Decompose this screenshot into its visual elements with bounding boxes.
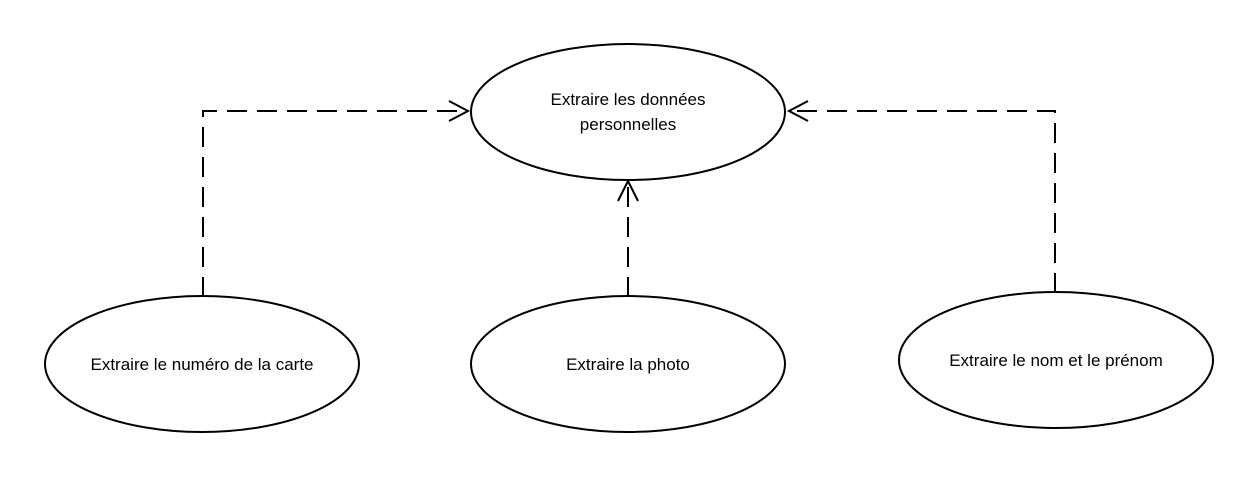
usecase-ellipse [470, 43, 786, 181]
usecase-label: Extraire le numéro de la carte [91, 355, 314, 374]
usecase-extract-card-number[interactable]: Extraire le numéro de la carte [44, 295, 360, 433]
dependency-arrow-photo [617, 178, 639, 297]
usecase-extract-photo[interactable]: Extraire la photo [470, 295, 786, 433]
dependency-arrow-card-number [202, 100, 471, 297]
dependency-line-name [791, 110, 1056, 293]
arrowhead-icon [448, 100, 471, 122]
usecase-extract-name[interactable]: Extraire le nom et le prénom [898, 291, 1214, 429]
usecase-ellipse [898, 291, 1214, 429]
usecase-label: Extraire le nom et le prénom [949, 351, 1163, 370]
dependency-arrow-name [786, 100, 1056, 293]
usecase-label-line1: Extraire les données [551, 90, 706, 109]
usecase-extract-personal-data[interactable]: Extraire les données personnelles [470, 43, 786, 181]
usecase-ellipse [470, 295, 786, 433]
usecase-label: Extraire la photo [566, 355, 690, 374]
dependency-line-card-number [202, 110, 466, 297]
arrowhead-icon [786, 100, 809, 122]
usecase-ellipse [44, 295, 360, 433]
usecase-label-line2: personnelles [580, 115, 676, 134]
